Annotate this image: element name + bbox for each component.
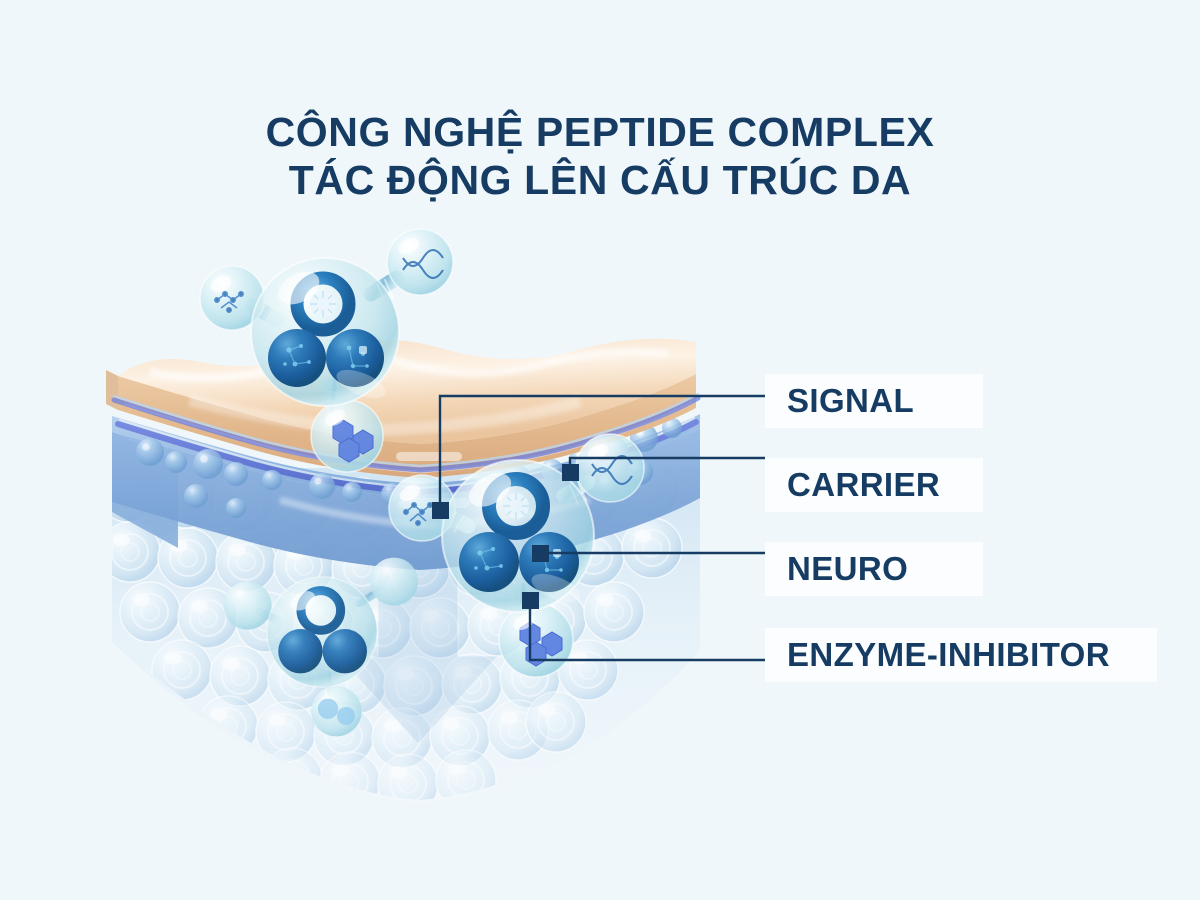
label-signal[interactable]: SIGNAL	[765, 374, 983, 428]
label-enzyme-text: ENZYME-INHIBITOR	[787, 636, 1110, 673]
molecule-lower-left	[223, 557, 418, 737]
label-neuro[interactable]: NEURO	[765, 542, 983, 596]
title-line-2: TÁC ĐỘNG LÊN CẤU TRÚC DA	[288, 157, 912, 204]
molecule-upper	[199, 228, 454, 473]
title-line-1: CÔNG NGHỆ PEPTIDE COMPLEX	[265, 109, 935, 155]
label-carrier-text: CARRIER	[787, 466, 941, 503]
label-signal-text: SIGNAL	[787, 382, 915, 419]
page-title: CÔNG NGHỆ PEPTIDE COMPLEX TÁC ĐỘNG LÊN C…	[0, 108, 1200, 205]
label-enzyme[interactable]: ENZYME-INHIBITOR	[765, 628, 1157, 682]
label-carrier[interactable]: CARRIER	[765, 458, 983, 512]
label-neuro-text: NEURO	[787, 550, 909, 587]
